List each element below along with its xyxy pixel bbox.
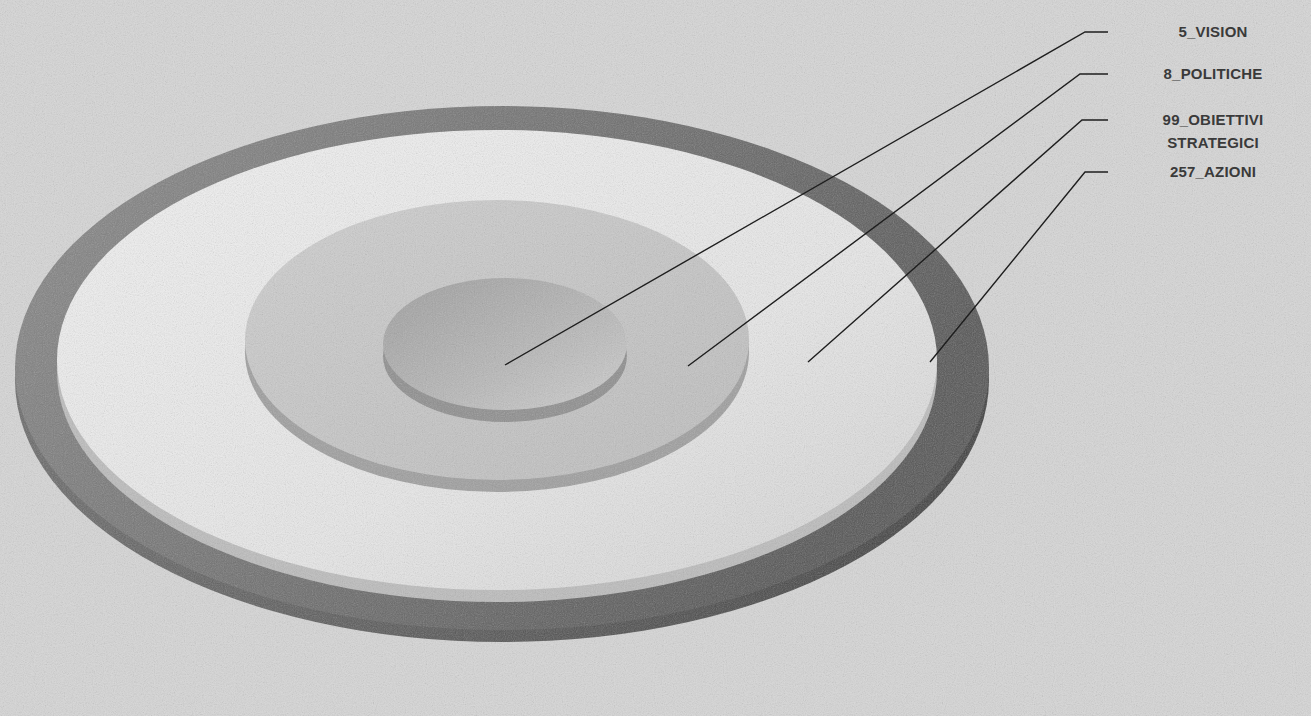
leader-line [505, 32, 1108, 365]
callout-label: 5_VISION [1128, 20, 1298, 43]
leader-line [688, 74, 1108, 366]
callout-label: 257_AZIONI [1128, 160, 1298, 183]
leader-line [808, 120, 1108, 362]
callout-label: 99_OBIETTIVI STRATEGICI [1128, 108, 1298, 154]
callout-label: 8_POLITICHE [1128, 62, 1298, 85]
leader-line [930, 172, 1108, 362]
